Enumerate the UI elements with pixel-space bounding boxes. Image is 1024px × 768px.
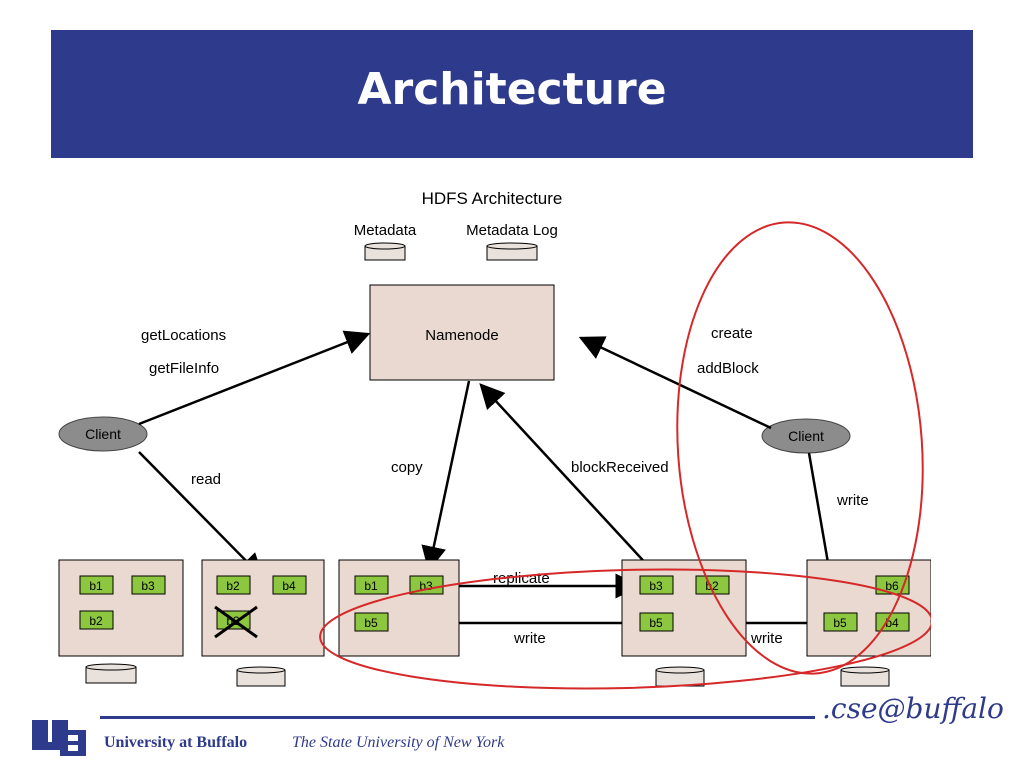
block-label: b3 [649,579,663,593]
diagram-title: HDFS Architecture [422,189,563,208]
metadata-log-label: Metadata Log [466,222,558,239]
block-label: b6 [885,579,899,593]
edge-label-write-right: write [750,630,783,647]
client-right [761,418,851,454]
block-label: b5 [833,616,847,630]
namenode-label: Namenode [425,327,498,344]
ub-logo [32,720,86,756]
block-label: b4 [885,616,899,630]
university-name: University at Buffalo [104,734,248,751]
namenode-box [369,284,555,381]
arrow-client-read [138,451,264,579]
datanode-2: b2 b4 b3 [201,559,325,657]
edge-label-read: read [191,471,221,488]
arrow-client-to-namenode [138,330,371,426]
edge-label-create: create [711,325,753,342]
edge-label-get-locations: getLocations [141,327,226,344]
arrow-client-to-namenode-right [578,336,772,430]
block-label: b1 [364,579,378,593]
datanode-4: b3 b2 b5 [621,559,747,657]
block-label: b5 [649,616,663,630]
footer-rule [100,716,815,719]
block-label: b4 [282,579,296,593]
slide-title: Architecture [357,64,667,115]
edge-label-get-file-info: getFileInfo [149,360,219,377]
edge-label-write-client: write [836,492,869,509]
cse-buffalo-logo: .cse@buffalo [822,692,1004,725]
arrow-block-received [479,383,652,570]
title-bar: Architecture [51,30,973,158]
client-left [58,416,148,452]
hdfs-diagram: HDFS Architecture Metadata Metadata Log … [58,189,931,690]
edge-label-copy: copy [391,459,423,476]
edge-label-write-mid: write [513,630,546,647]
client-left-label: Client [85,426,121,442]
block-label: b2 [226,579,240,593]
metadata-label: Metadata [354,222,417,239]
datanode-1: b1 b3 b2 [58,559,184,657]
datanode-5: b6 b5 b4 [806,559,931,657]
arrows [138,330,845,636]
arrow-namenode-copy [421,380,471,572]
block-label: b2 [89,614,103,628]
annotation-ellipse-horizontal [319,568,931,690]
cross-out-mark [214,605,258,639]
client-right-label: Client [788,428,824,444]
disk-icons [85,663,890,687]
block-label: b3 [141,579,155,593]
annotation-ellipse-vertical [676,221,924,675]
metadata-disk-icon [364,242,406,261]
edge-label-add-block: addBlock [697,360,759,377]
block-label: b5 [364,616,378,630]
metadata-log-disk-icon [486,242,538,261]
block-label: b1 [89,579,103,593]
datanode-3: b1 b3 b5 [338,559,460,657]
edge-label-block-received: blockReceived [571,459,669,476]
university-subtitle: The State University of New York [292,734,505,751]
